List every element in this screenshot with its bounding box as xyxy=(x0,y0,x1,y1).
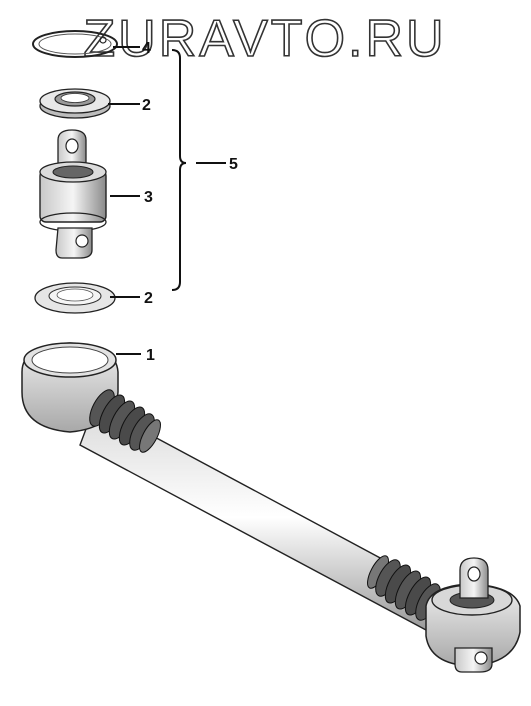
callout-1: 1 xyxy=(146,347,155,364)
callout-2-lower: 2 xyxy=(144,290,153,307)
left-bellows xyxy=(89,389,161,453)
callout-3: 3 xyxy=(144,189,153,206)
watermark-text: ZURAVTO.RU xyxy=(83,10,446,68)
seal-washer-part-2-lower xyxy=(34,282,116,314)
right-bellows xyxy=(367,555,441,621)
callout-2-upper: 2 xyxy=(142,97,151,114)
torque-rod-part-1 xyxy=(21,342,521,673)
seal-washer-part-2-upper xyxy=(39,88,111,119)
callout-5: 5 xyxy=(229,156,238,173)
assembly-bracket xyxy=(171,49,187,291)
circlip-part-4 xyxy=(32,30,118,58)
callout-4: 4 xyxy=(142,40,151,57)
bushing-part-3 xyxy=(39,129,107,259)
